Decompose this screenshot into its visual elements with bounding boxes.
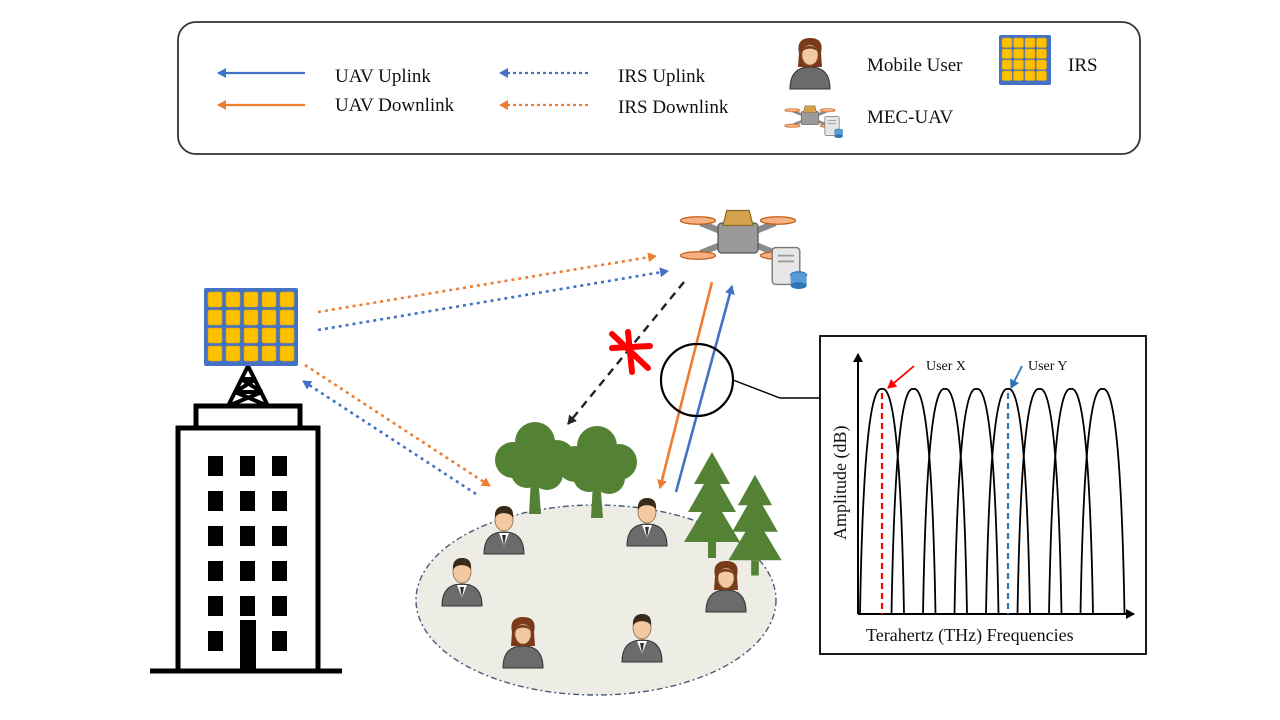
legend-uav-uplink-label: UAV Uplink bbox=[335, 66, 431, 87]
spectrum-frame bbox=[819, 335, 1147, 655]
irs-element bbox=[279, 291, 295, 308]
tree-icon bbox=[557, 426, 637, 518]
carrier-curve bbox=[1079, 388, 1126, 615]
irs-panel-icon bbox=[204, 288, 298, 366]
building-icon bbox=[150, 403, 342, 674]
carrier-curve bbox=[953, 388, 1000, 615]
legend-box bbox=[177, 21, 1141, 155]
x-mark-icon bbox=[609, 329, 653, 375]
legend-irs-uplink-label: IRS Uplink bbox=[618, 66, 706, 87]
server-icon bbox=[771, 246, 808, 290]
irs-element bbox=[1013, 70, 1024, 81]
uav-uplink bbox=[674, 285, 735, 493]
irs-element bbox=[225, 327, 241, 344]
window bbox=[208, 491, 223, 511]
window bbox=[240, 491, 255, 511]
irs-element bbox=[279, 327, 295, 344]
irs-element bbox=[279, 345, 295, 362]
user-x-pointer bbox=[887, 365, 915, 389]
irs-element bbox=[243, 345, 259, 362]
irs-element bbox=[225, 291, 241, 308]
legend-irs-downlink-label: IRS Downlink bbox=[618, 97, 729, 118]
irs-element bbox=[1001, 37, 1013, 48]
spectrum-ylabel: Amplitude (dB) bbox=[830, 426, 851, 541]
carrier-curve bbox=[922, 388, 968, 615]
legend-irs-label: IRS bbox=[1068, 55, 1098, 76]
irs-element bbox=[1001, 48, 1013, 59]
irs-element bbox=[1024, 37, 1036, 48]
irs-element bbox=[261, 291, 277, 308]
irs-element bbox=[1013, 59, 1024, 70]
window bbox=[272, 596, 287, 616]
irs-element bbox=[1036, 70, 1047, 81]
irs-element bbox=[1036, 37, 1047, 48]
carrier-curve bbox=[859, 388, 905, 615]
window bbox=[272, 561, 287, 581]
magnifier-connector bbox=[732, 379, 820, 399]
window bbox=[240, 561, 255, 581]
irs-uav-link-orange bbox=[317, 252, 657, 314]
window bbox=[240, 456, 255, 476]
legend-uav-downlink-label: UAV Downlink bbox=[335, 95, 455, 116]
legend-mobile-user-label: Mobile User bbox=[867, 55, 963, 76]
legend: UAV Uplink UAV Downlink IRS Uplink IRS D… bbox=[177, 21, 1141, 155]
irs-element bbox=[279, 309, 295, 326]
blocked-direct-link bbox=[567, 281, 685, 425]
irs-element bbox=[207, 345, 223, 362]
window bbox=[272, 491, 287, 511]
irs-element bbox=[225, 345, 241, 362]
irs-element bbox=[207, 327, 223, 344]
window bbox=[208, 631, 223, 651]
irs-element bbox=[1024, 48, 1036, 59]
window bbox=[208, 561, 223, 581]
tower-icon bbox=[226, 361, 270, 408]
irs-element bbox=[1001, 59, 1013, 70]
uav-downlink bbox=[657, 281, 714, 489]
user-y-label: User Y bbox=[1028, 359, 1068, 374]
window bbox=[240, 596, 255, 616]
window bbox=[272, 456, 287, 476]
window bbox=[240, 526, 255, 546]
legend-mec-uav-label: MEC-UAV bbox=[867, 107, 953, 128]
irs-ground-link-orange bbox=[304, 363, 491, 488]
irs-element bbox=[1024, 70, 1036, 81]
spectrum-xlabel: Terahertz (THz) Frequencies bbox=[866, 625, 1074, 646]
magnifier-icon bbox=[659, 342, 735, 418]
user-y-pointer bbox=[1010, 365, 1023, 389]
irs-element bbox=[243, 309, 259, 326]
window bbox=[208, 526, 223, 546]
irs-element bbox=[1036, 59, 1047, 70]
carrier-curve bbox=[1016, 388, 1063, 615]
window bbox=[272, 631, 287, 651]
irs-element bbox=[261, 345, 277, 362]
irs-element bbox=[1013, 37, 1024, 48]
irs-element bbox=[1036, 48, 1047, 59]
irs-uav-link-blue bbox=[317, 267, 669, 332]
irs-element bbox=[207, 291, 223, 308]
user-x-label: User X bbox=[926, 359, 966, 374]
carrier-curve bbox=[890, 388, 937, 615]
irs-element bbox=[225, 309, 241, 326]
window bbox=[208, 456, 223, 476]
irs-element bbox=[243, 327, 259, 344]
window bbox=[208, 596, 223, 616]
carrier-curve bbox=[1048, 388, 1094, 615]
irs-element bbox=[261, 327, 277, 344]
irs-element bbox=[243, 291, 259, 308]
irs-element bbox=[1013, 48, 1024, 59]
carrier-curve bbox=[985, 388, 1031, 615]
spectrum-inset: Amplitude (dB) Terahertz (THz) Frequenci… bbox=[819, 335, 1147, 655]
legend-irs-icon bbox=[999, 35, 1051, 85]
irs-ground-link-blue bbox=[302, 379, 477, 496]
irs-element bbox=[261, 309, 277, 326]
irs-element bbox=[1024, 59, 1036, 70]
irs-element bbox=[1001, 70, 1013, 81]
window bbox=[272, 526, 287, 546]
irs-element bbox=[207, 309, 223, 326]
